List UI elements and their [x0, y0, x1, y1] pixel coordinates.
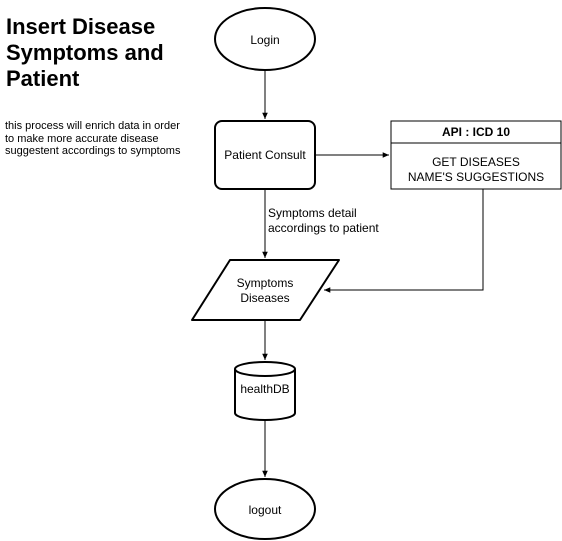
healthdb-label: healthDB: [240, 382, 289, 396]
api-body-line2: NAME'S SUGGESTIONS: [408, 170, 544, 184]
login-node: Login: [214, 7, 316, 71]
symptoms-diseases-node: Symptoms Diseases: [191, 259, 340, 321]
api-header-label: API : ICD 10: [442, 125, 510, 139]
diseases-label: Diseases: [240, 291, 289, 305]
logout-node: logout: [214, 478, 316, 540]
edge-api-to-symptoms: [324, 189, 484, 293]
patient-consult-node: Patient Consult: [214, 120, 316, 190]
api-icd10-node: API : ICD 10 GET DISEASES NAME'S SUGGEST…: [390, 120, 562, 190]
patient-consult-label: Patient Consult: [224, 148, 306, 162]
edge-label-line1: Symptoms detail: [268, 206, 357, 220]
diagram-description: this process will enrich data in order t…: [5, 120, 181, 157]
symptoms-label: Symptoms: [237, 276, 294, 290]
logout-label: logout: [249, 503, 282, 517]
api-body-line1: GET DISEASES: [432, 155, 520, 169]
edge-label-line2: accordings to patient: [268, 221, 379, 235]
diagram-title: Insert Disease Symptoms and Patient: [6, 14, 164, 91]
healthdb-node: healthDB: [234, 361, 296, 421]
login-label: Login: [250, 33, 279, 47]
